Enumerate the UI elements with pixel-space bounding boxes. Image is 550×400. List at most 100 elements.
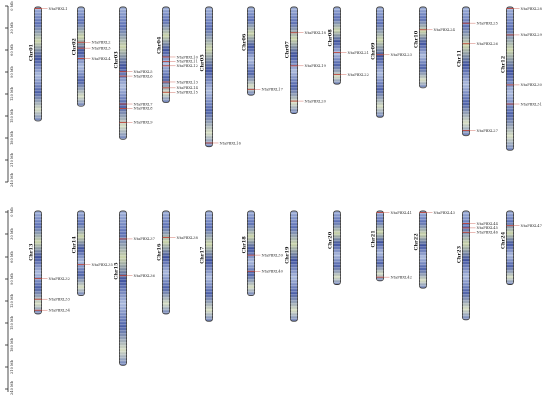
chromosome-bands <box>162 211 170 314</box>
gene-label: NtaFBXL17 <box>262 88 284 92</box>
chromosome-name: Chr21 <box>371 230 377 247</box>
chromosome-bands <box>376 211 384 281</box>
ruler-top: 0 Mb 30 Mb 60 Mb 90 Mb 120 Mb 150 Mb 180… <box>5 1 14 187</box>
chromosome-bands <box>34 211 42 314</box>
chromosome-bands <box>462 211 470 320</box>
ruler-top-label: 180 Mb <box>10 130 14 145</box>
chromosome-bands <box>162 7 170 103</box>
chromosome-bands <box>34 7 42 121</box>
ruler-top-label: 150 Mb <box>10 108 14 123</box>
gene-label: NtaFBXL6 <box>134 74 154 78</box>
chromosome-bands <box>419 7 427 88</box>
gene-label: NtaFBXL4 <box>92 57 112 61</box>
gene-label: NtaFBXL40 <box>262 270 284 274</box>
gene-label: NtaFBXL27 <box>477 129 499 133</box>
chromosome-name: Chr23 <box>457 245 463 263</box>
chromosome-name: Chr09 <box>371 42 377 60</box>
chromosome-chr10: Chr10 NtaFBXL24 <box>414 6 456 89</box>
chromosome-bands <box>462 7 470 136</box>
ruler-bottom-label: 210 Mb <box>10 359 14 374</box>
chromosome-bands <box>77 211 85 296</box>
ruler-top-label: 210 Mb <box>10 152 14 167</box>
gene-label: NtaFBXL19 <box>305 64 327 68</box>
chromosome-name: Chr24 <box>501 231 507 249</box>
chromosome-bands <box>205 211 213 322</box>
ruler-top-label: 240 Mb <box>10 172 14 187</box>
gene-label: NtaFBXL43 <box>434 211 456 215</box>
chromosome-name: Chr19 <box>285 246 291 264</box>
chromosome-name: Chr22 <box>414 233 420 251</box>
chromosome-name: Chr03 <box>114 51 120 69</box>
gene-label: NtaFBXL8 <box>134 107 154 111</box>
gene-label: NtaFBXL24 <box>434 28 456 32</box>
gene-label: NtaFBXL2 <box>92 41 111 45</box>
chromosome-chr20: Chr20 <box>328 210 341 285</box>
chromosome-name: Chr01 <box>29 44 35 61</box>
gene-label: NtaFBXL31 <box>521 102 542 106</box>
chromosome-name: Chr02 <box>72 38 78 56</box>
gene-label: NtaFBXL39 <box>262 253 284 257</box>
gene-label: NtaFBXL42 <box>391 275 412 279</box>
gene-label: NtaFBXL36 <box>134 274 156 278</box>
ruler-bottom-label: 90 Mb <box>10 272 14 284</box>
gene-label: NtaFBXL41 <box>391 211 412 215</box>
gene-label: NtaFBXL46 <box>477 231 499 235</box>
gene-label: NtaFBXL13 <box>177 80 199 84</box>
chromosome-chr24: Chr24 NtaFBXL47 <box>501 210 543 285</box>
chromosome-bands <box>333 7 341 85</box>
gene-label: NtaFBXL35 <box>92 263 114 267</box>
chromosome-chr19: Chr19 <box>285 210 298 322</box>
gene-label: NtaFBXL21 <box>348 51 369 55</box>
chromosome-name: Chr06 <box>242 33 248 51</box>
chromosome-name: Chr15 <box>114 262 120 280</box>
ruler-bottom-label: 30 Mb <box>10 227 14 239</box>
gene-label: NtaFBXL34 <box>49 309 71 313</box>
chromosome-name: Chr14 <box>72 236 78 254</box>
gene-label: NtaFBXL29 <box>521 33 543 37</box>
gene-label: NtaFBXL9 <box>134 121 154 125</box>
chromosome-bands <box>333 211 341 285</box>
chromosome-bands <box>77 7 85 107</box>
chromosome-name: Chr17 <box>200 246 206 264</box>
gene-label: NtaFBXL32 <box>49 277 70 281</box>
chromosome-chr12: Chr12NtaFBXL28NtaFBXL29NtaFBXL30NtaFBXL3… <box>501 6 543 151</box>
ruler-bottom-label: 120 Mb <box>10 293 14 308</box>
gene-label: NtaFBXL18 <box>305 31 327 35</box>
chromosome-name: Chr10 <box>414 30 420 48</box>
gene-label: NtaFBXL20 <box>305 99 327 103</box>
chromosome-name: Chr18 <box>242 236 248 254</box>
gene-label: NtaFBXL15 <box>177 91 199 95</box>
gene-label: NtaFBXL12 <box>177 64 198 68</box>
chromosome-chr04: Chr04NtaFBXL10NtaFBXL11NtaFBXL12NtaFBXL1… <box>157 6 199 104</box>
gene-label: NtaFBXL47 <box>521 224 543 228</box>
chromosome-bands <box>205 7 213 147</box>
chromosome-chr22: Chr22 NtaFBXL43 <box>414 210 456 289</box>
chromosome-chr01: Chr01 NtaFBXL1 <box>29 6 68 122</box>
gene-label: NtaFBXL1 <box>49 7 68 11</box>
chromosome-bands <box>419 211 427 289</box>
ruler-top-label: 60 Mb <box>10 43 14 55</box>
chromosome-bands <box>119 211 127 366</box>
ruler-bottom-label: 0 Mb <box>10 207 14 217</box>
ruler-bottom-label: 150 Mb <box>10 315 14 330</box>
gene-label: NtaFBXL28 <box>521 7 543 11</box>
ruler-bottom-label: 60 Mb <box>10 250 14 262</box>
ruler-bottom: 0 Mb 30 Mb 60 Mb 90 Mb 120 Mb 150 Mb 180… <box>5 207 14 395</box>
chromosome-name: Chr13 <box>29 243 35 261</box>
gene-label: NtaFBXL30 <box>521 83 543 87</box>
chromosome-bands <box>376 7 384 118</box>
chromosome-bands <box>290 211 298 322</box>
gene-label: NtaFBXL26 <box>477 42 499 46</box>
gene-label: NtaFBXL11 <box>177 60 198 64</box>
